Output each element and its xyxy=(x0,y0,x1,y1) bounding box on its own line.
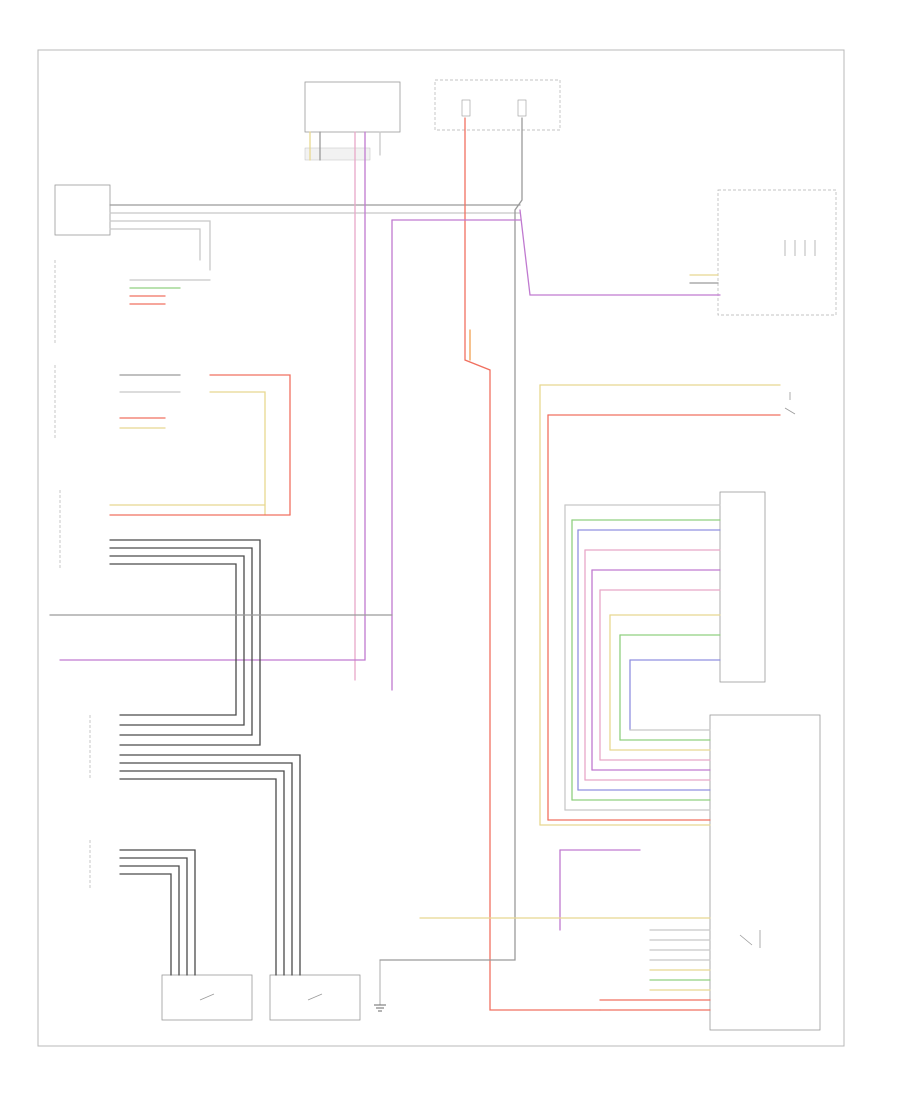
instrument-cluster[interactable] xyxy=(717,189,837,316)
lower-left-module[interactable] xyxy=(304,81,401,133)
transmission-range-sensor[interactable] xyxy=(719,491,766,683)
diagram-frame xyxy=(37,49,845,1047)
fuse-panel[interactable] xyxy=(434,79,561,131)
switch-top-right[interactable] xyxy=(784,392,796,415)
upshift-button[interactable] xyxy=(269,974,361,1021)
left-upper-module[interactable] xyxy=(54,184,111,236)
ground-symbol xyxy=(374,960,386,1012)
downshift-button[interactable] xyxy=(161,974,253,1021)
wires xyxy=(49,117,781,1011)
selector-lever-control-module[interactable] xyxy=(709,714,821,1031)
top-module-connectors xyxy=(304,147,371,161)
